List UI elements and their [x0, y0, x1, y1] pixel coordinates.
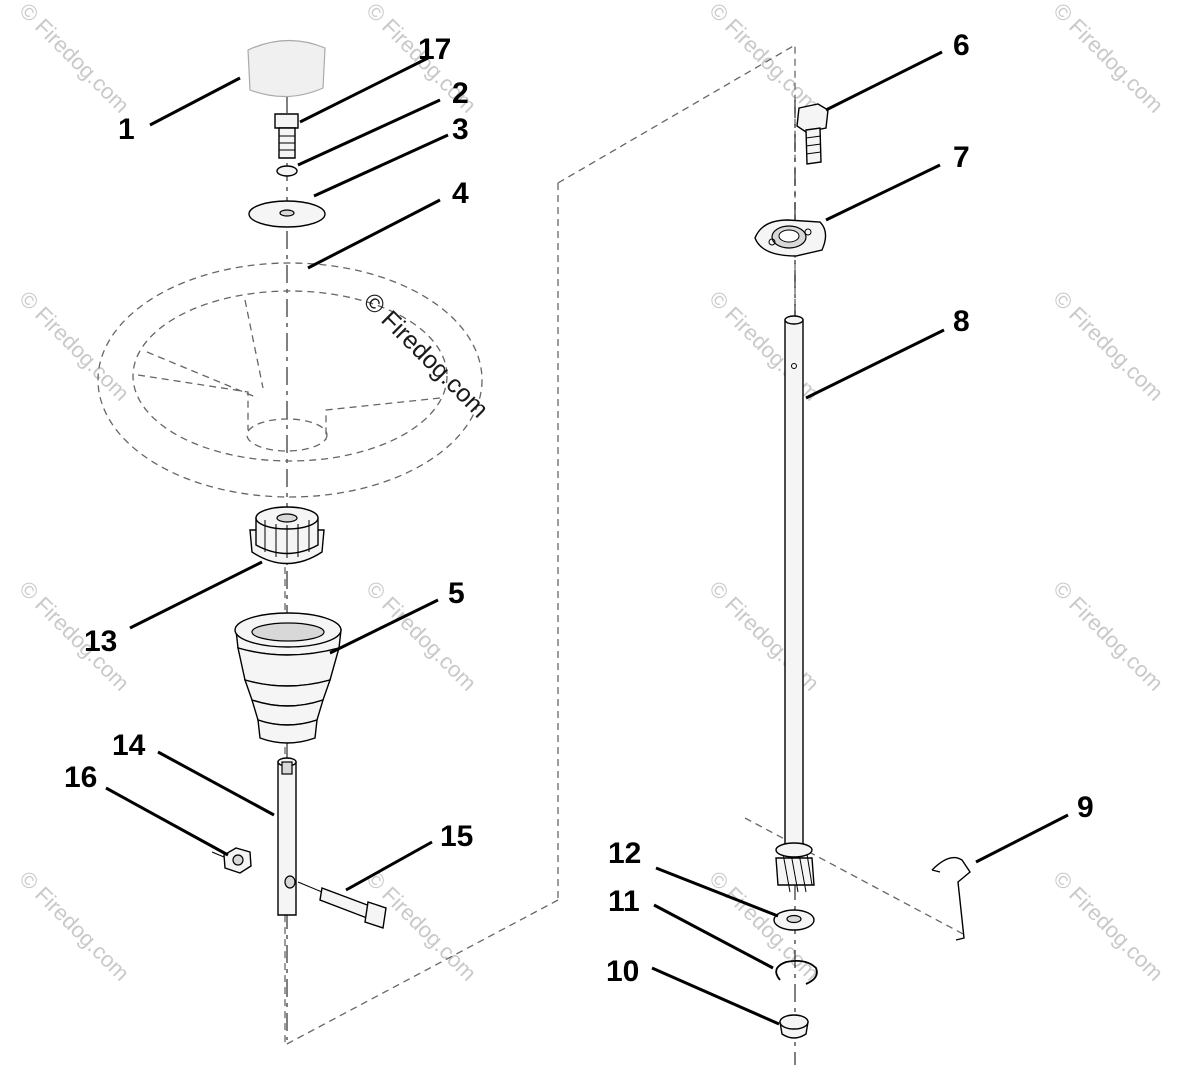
callout-1: 1	[118, 113, 135, 146]
part-retaining-ring	[775, 959, 818, 985]
part-boot	[234, 612, 342, 744]
watermark: © Firedog.com	[1048, 866, 1168, 986]
callout-15: 15	[440, 820, 473, 853]
part-flange-bearing	[754, 219, 827, 257]
watermark: © Firedog.com	[1048, 286, 1168, 406]
callout-17: 17	[418, 33, 451, 66]
callout-12: 12	[608, 837, 641, 870]
callout-2: 2	[452, 77, 469, 110]
part-nut	[211, 847, 252, 874]
callout-6: 6	[953, 29, 970, 62]
callout-14: 14	[112, 729, 146, 762]
watermark-layer: © Firedog.com © Firedog.com © Firedog.co…	[14, 0, 1168, 986]
part-bolt-17	[274, 113, 299, 159]
watermark: © Firedog.com	[14, 286, 134, 406]
callout-9: 9	[1077, 791, 1094, 824]
callout-7: 7	[953, 141, 970, 174]
steering-wheel	[97, 262, 483, 498]
callout-16: 16	[64, 761, 97, 794]
part-cap	[247, 39, 326, 98]
watermark: © Firedog.com	[1048, 0, 1168, 118]
callout-5: 5	[448, 577, 465, 610]
callout-8: 8	[953, 305, 970, 338]
part-splined-adapter	[249, 506, 325, 565]
callout-labels: 1 17 2 3 4 13 5 14 16 15 6 7 8 9 12 11 1…	[64, 29, 1094, 988]
watermark: © Firedog.com	[1048, 576, 1168, 696]
part-steering-shaft	[784, 315, 804, 856]
callout-13: 13	[84, 625, 117, 658]
part-washer-12	[773, 909, 815, 931]
part-shaft	[277, 757, 297, 916]
watermark: © Firedog.com	[14, 0, 134, 118]
callout-3: 3	[452, 113, 469, 146]
copyright-watermark: © Firedog.com	[358, 287, 494, 423]
part-bolt-15	[297, 881, 387, 929]
part-bushing	[779, 1014, 809, 1039]
watermark: © Firedog.com	[704, 576, 824, 696]
part-flat-washer	[248, 200, 326, 228]
watermark: © Firedog.com	[704, 0, 824, 118]
callout-10: 10	[606, 955, 639, 988]
part-wire-clip	[931, 856, 971, 941]
leader-lines	[105, 50, 1069, 1026]
callout-4: 4	[452, 177, 469, 210]
callout-11: 11	[608, 885, 640, 918]
part-bolt-6	[796, 103, 829, 165]
watermark: © Firedog.com	[704, 286, 824, 406]
part-lock-washer	[276, 165, 298, 177]
watermark: © Firedog.com	[14, 866, 134, 986]
part-pinion-gear	[775, 842, 815, 893]
